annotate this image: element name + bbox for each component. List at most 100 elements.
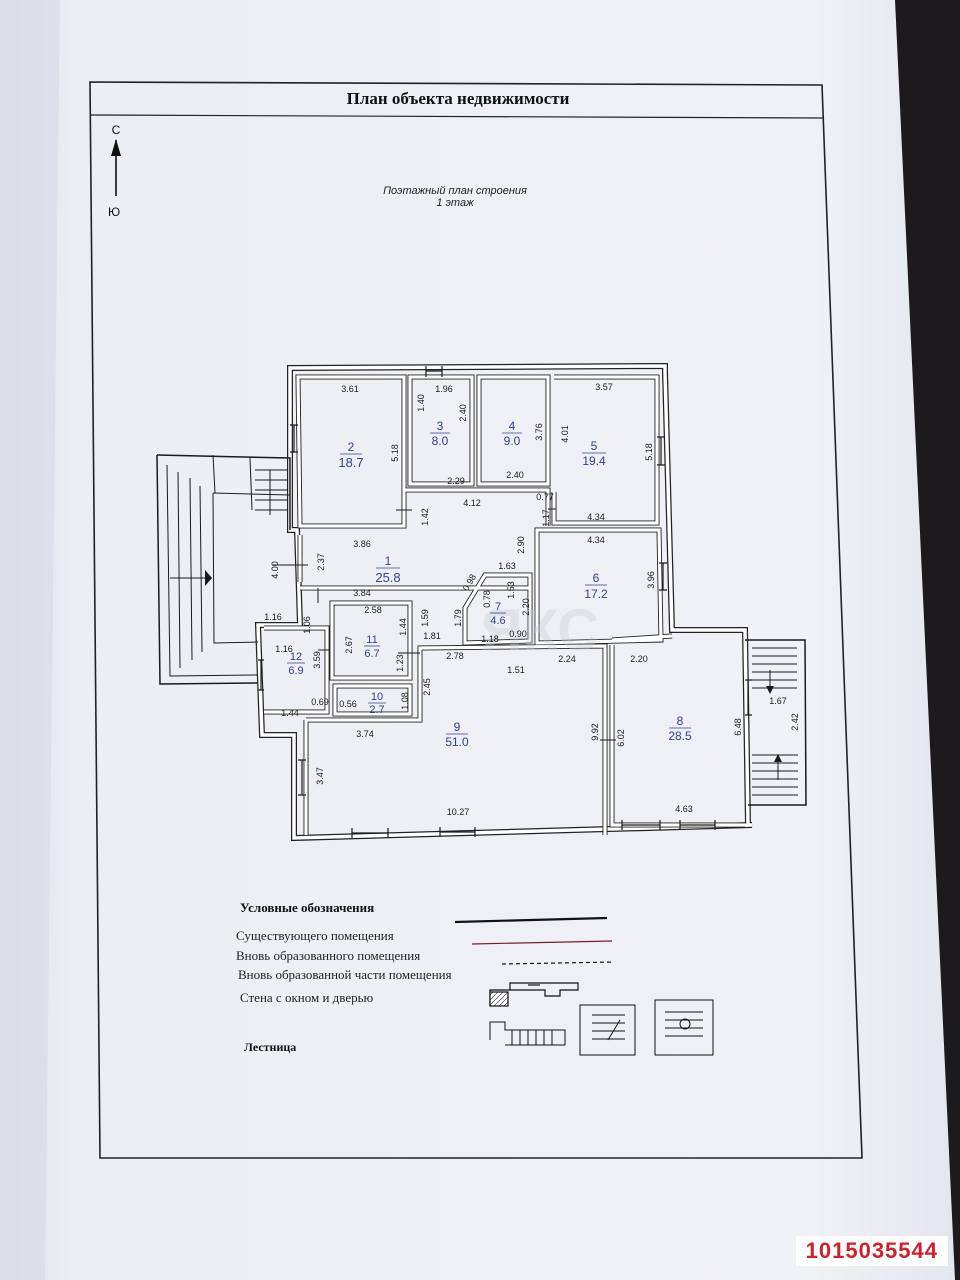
svg-text:19.4: 19.4 bbox=[582, 454, 606, 468]
room-label: 617.2 bbox=[584, 571, 608, 601]
room-label: 218.7 bbox=[338, 440, 363, 470]
svg-text:6.7: 6.7 bbox=[364, 648, 379, 660]
dimension-label: 1.81 bbox=[423, 631, 441, 641]
svg-text:6.9: 6.9 bbox=[288, 665, 303, 677]
plan-subtitle: Поэтажный план строения bbox=[383, 185, 527, 197]
dimension-label: 3.74 bbox=[356, 729, 374, 739]
legend-new-room-line bbox=[471, 940, 613, 945]
watermark: ЯКС bbox=[481, 598, 599, 663]
dimension-label: 10.27 bbox=[447, 807, 470, 817]
legend-new-room-label: Вновь образованного помещения bbox=[236, 948, 420, 963]
room-label: 951.0 bbox=[445, 720, 469, 749]
svg-text:51.0: 51.0 bbox=[445, 735, 469, 749]
dimension-label: 0.78 bbox=[482, 590, 492, 608]
dimension-label: 1.40 bbox=[416, 394, 426, 412]
dimension-label: 3.47 bbox=[315, 767, 325, 785]
svg-text:3: 3 bbox=[437, 419, 444, 433]
svg-text:8: 8 bbox=[677, 714, 684, 728]
dimension-label: 2.24 bbox=[558, 654, 576, 664]
dimension-label: 2.78 bbox=[446, 651, 464, 661]
svg-text:2.7: 2.7 bbox=[369, 704, 384, 716]
room-label: 828.5 bbox=[668, 714, 692, 743]
svg-text:4: 4 bbox=[509, 419, 516, 433]
svg-text:4.6: 4.6 bbox=[490, 615, 505, 627]
dimension-label: 4.63 bbox=[675, 804, 693, 814]
dimension-label: 3.96 bbox=[646, 571, 656, 589]
dimension-label: 4.34 bbox=[587, 535, 605, 545]
svg-text:5: 5 bbox=[591, 439, 598, 453]
dimension-label: 2.29 bbox=[447, 476, 465, 486]
dimension-label: 1.16 bbox=[264, 612, 282, 622]
dimension-label: 0.77 bbox=[536, 492, 554, 502]
dimension-label: 1.59 bbox=[420, 609, 430, 627]
svg-text:2: 2 bbox=[348, 440, 355, 454]
floor-label: 1 этаж bbox=[436, 197, 474, 209]
svg-text:25.8: 25.8 bbox=[375, 570, 400, 585]
dimension-label: 3.86 bbox=[353, 539, 371, 549]
dimension-label: 0.56 bbox=[339, 699, 357, 709]
svg-text:28.5: 28.5 bbox=[668, 729, 692, 743]
dimension-label: 4.01 bbox=[560, 425, 570, 443]
dimension-label: 1.18 bbox=[481, 634, 499, 644]
svg-text:17.2: 17.2 bbox=[584, 587, 608, 601]
dimension-label: 1.17 bbox=[541, 509, 551, 527]
dimension-label: 3.59 bbox=[312, 651, 322, 669]
dimension-label: 6.48 bbox=[733, 718, 743, 736]
sheet-title: План объекта недвижимости bbox=[347, 89, 570, 108]
dimension-label: 9.92 bbox=[590, 723, 600, 741]
dimension-label: 3.57 bbox=[595, 382, 613, 392]
room-label: 74.6 bbox=[490, 601, 506, 627]
dimension-label: 2.67 bbox=[344, 636, 354, 654]
legend-title: Условные обозначения bbox=[240, 900, 374, 915]
dimension-label: 1.67 bbox=[769, 696, 787, 706]
dimension-label: 2.40 bbox=[458, 404, 468, 422]
dimension-label: 1.96 bbox=[435, 384, 453, 394]
svg-text:8.0: 8.0 bbox=[432, 434, 449, 448]
svg-text:11: 11 bbox=[366, 634, 377, 646]
dimension-label: 1.51 bbox=[507, 665, 525, 675]
dimension-label: 2.58 bbox=[364, 605, 382, 615]
dimension-label: 1.44 bbox=[398, 618, 408, 636]
legend-wall-window-door-label: Стена с окном и дверью bbox=[240, 990, 374, 1005]
room-label: 126.9 bbox=[287, 651, 305, 677]
dimension-label: 1.44 bbox=[281, 708, 299, 718]
svg-text:1: 1 bbox=[385, 554, 392, 568]
dimension-label: 1.79 bbox=[453, 609, 463, 627]
dimension-label: 0.69 bbox=[311, 697, 329, 707]
dimension-label: 2.40 bbox=[506, 470, 524, 480]
dimension-label: 5.18 bbox=[390, 444, 400, 462]
dimension-label: 2.20 bbox=[630, 654, 648, 664]
legend-wall-window-door-symbol bbox=[489, 982, 579, 1007]
dimension-label: 2.90 bbox=[516, 536, 526, 554]
room-label: 102.7 bbox=[368, 691, 386, 716]
dimension-label: 1.53 bbox=[506, 581, 516, 599]
dimension-label: 3.61 bbox=[341, 384, 359, 394]
dimension-label: 4.34 bbox=[587, 512, 605, 522]
dimension-label: 0.90 bbox=[509, 629, 527, 639]
room-label: 38.0 bbox=[430, 419, 450, 448]
svg-text:6: 6 bbox=[593, 571, 600, 585]
legend-new-part-label: Вновь образованной части помещения bbox=[238, 967, 452, 982]
dimension-label: 1.06 bbox=[302, 616, 312, 634]
svg-text:12: 12 bbox=[290, 651, 302, 663]
legend-existing-label: Существующего помещения bbox=[236, 928, 394, 943]
listing-id-badge: 1015035544 bbox=[795, 1236, 948, 1266]
legend-new-part-line bbox=[501, 961, 615, 965]
legend-stairs-label: Лестница bbox=[244, 1040, 296, 1054]
dimension-label: 3.76 bbox=[534, 423, 544, 441]
dimension-label: 4.12 bbox=[463, 498, 481, 508]
dimension-label: 2.20 bbox=[521, 598, 531, 616]
dimension-label: 5.18 bbox=[644, 443, 654, 461]
legend: Условные обозначения Существующего помещ… bbox=[236, 900, 714, 1056]
dimension-label: 1.08 bbox=[400, 692, 410, 710]
dimension-labels: 3.61 5.18 1.96 1.40 2.40 3.76 3.57 4.01 5.18 2.29… bbox=[264, 382, 800, 817]
legend-existing-line bbox=[454, 916, 608, 924]
svg-text:9: 9 bbox=[454, 720, 461, 734]
dimension-label: 4.00 bbox=[270, 561, 280, 579]
svg-text:Ю: Ю bbox=[108, 205, 120, 219]
compass-north-arrow: С Ю bbox=[108, 123, 121, 219]
svg-text:9.0: 9.0 bbox=[504, 434, 521, 448]
dimension-label: 2.42 bbox=[790, 713, 800, 731]
